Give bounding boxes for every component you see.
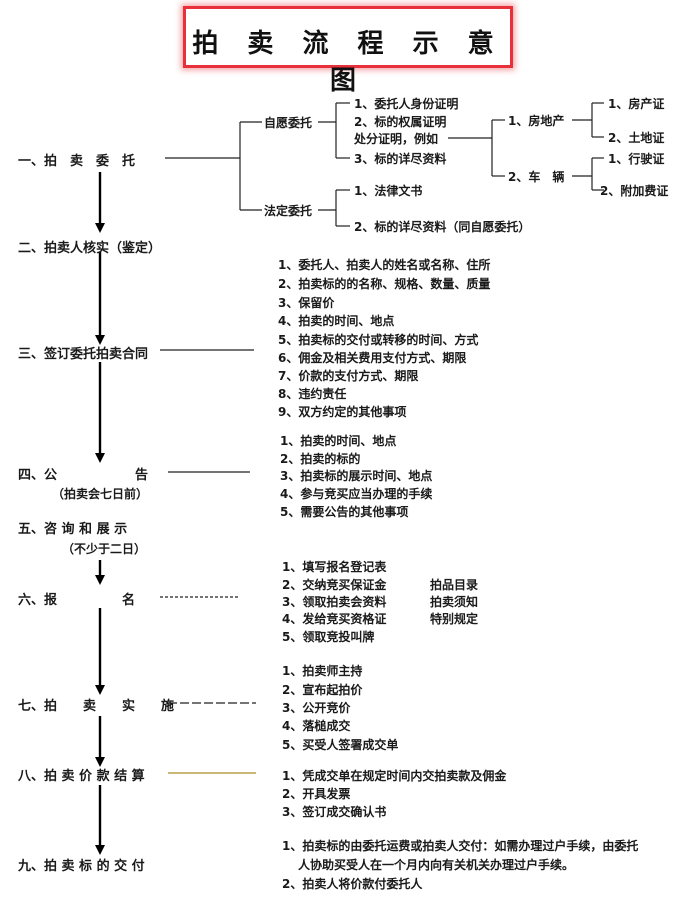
contract-item: 8、违约责任 <box>278 387 347 401</box>
vehicle-item: 2、附加费证 <box>600 184 669 198</box>
implement-item: 2、宣布起拍价 <box>282 683 363 697</box>
register-side-item: 拍卖须知 <box>430 595 479 609</box>
register-side-item: 特别规定 <box>430 612 479 626</box>
step-2-verify: 二、拍卖人核实（鉴定） <box>18 241 162 256</box>
contract-item: 2、拍卖标的的名称、规格、数量、质量 <box>278 277 491 291</box>
vehicle-label: 2、车 辆 <box>508 170 565 184</box>
implement-item: 1、拍卖师主持 <box>282 664 363 678</box>
settle-item: 2、开具发票 <box>282 787 351 801</box>
register-item: 2、交纳竞买保证金 <box>282 578 387 592</box>
contract-item: 3、保留价 <box>278 296 335 310</box>
vehicle-item: 1、行驶证 <box>608 152 665 166</box>
real-estate-item: 1、房产证 <box>608 97 665 111</box>
register-item: 1、填写报名登记表 <box>282 560 387 574</box>
real-estate-item: 2、土地证 <box>608 131 665 145</box>
settle-item: 1、凭成交单在规定时间内交拍卖款及佣金 <box>282 769 507 783</box>
step-5-display: 五、咨 询 和 展 示 <box>18 522 128 537</box>
legal-item: 1、法律文书 <box>354 184 423 198</box>
voluntary-item: 处分证明，例如 <box>354 132 439 146</box>
notice-item: 2、拍卖的标的 <box>280 452 361 466</box>
step-4-notice: 四、公 告 <box>18 468 149 483</box>
step-6-register: 六、报 名 <box>18 593 136 608</box>
real-estate-label: 1、房地产 <box>508 114 565 128</box>
implement-item: 5、买受人签署成交单 <box>282 738 399 752</box>
deliver-item: 2、拍卖人将价款付委托人 <box>282 877 423 891</box>
step-8-settle: 八、拍 卖 价 款 结 算 <box>18 769 145 784</box>
notice-item: 5、需要公告的其他事项 <box>280 505 409 519</box>
page-title: 拍 卖 流 程 示 意 图 <box>192 29 504 96</box>
contract-item: 7、价款的支付方式、期限 <box>278 369 419 383</box>
deliver-item: 人协助买受人在一个月内向有关机关办理过户手续。 <box>298 858 575 872</box>
deliver-item: 1、拍卖标的由委托运费或拍卖人交付：如需办理过户手续，由委托 <box>282 839 639 853</box>
notice-item: 1、拍卖的时间、地点 <box>280 434 397 448</box>
implement-item: 4、落槌成交 <box>282 719 351 733</box>
implement-item: 3、公开竞价 <box>282 701 351 715</box>
register-item: 5、领取竞投叫牌 <box>282 630 375 644</box>
contract-item: 1、委托人、拍卖人的姓名或名称、住所 <box>278 258 491 272</box>
step-1-entrust: 一、拍 卖 委 托 <box>18 154 136 169</box>
legal-entrust-label: 法定委托 <box>264 204 313 218</box>
voluntary-entrust-label: 自愿委托 <box>264 116 313 130</box>
notice-item: 4、参与竞买应当办理的手续 <box>280 487 433 501</box>
step-7-implement: 七、拍 卖 实 施 <box>18 699 175 714</box>
legal-item: 2、标的详尽资料（同自愿委托） <box>354 220 531 234</box>
voluntary-item: 2、标的权属证明 <box>354 115 447 129</box>
title-box: 拍 卖 流 程 示 意 图 <box>183 6 513 96</box>
contract-item: 4、拍卖的时间、地点 <box>278 314 395 328</box>
settle-item: 3、签订成交确认书 <box>282 805 387 819</box>
register-side-item: 拍品目录 <box>430 578 479 592</box>
contract-item: 5、拍卖标的交付或转移的时间、方式 <box>278 333 479 347</box>
step-5-note: （不少于二日） <box>62 542 147 556</box>
contract-item: 6、佣金及相关费用支付方式、期限 <box>278 351 467 365</box>
step-4-note: （拍卖会七日前） <box>52 487 149 501</box>
register-item: 4、发给竞买资格证 <box>282 612 387 626</box>
voluntary-item: 3、标的详尽资料 <box>354 152 447 166</box>
notice-item: 3、拍卖标的展示时间、地点 <box>280 469 433 483</box>
contract-item: 9、双方约定的其他事项 <box>278 405 407 419</box>
voluntary-item: 1、委托人身份证明 <box>354 97 459 111</box>
step-3-contract: 三、签订委托拍卖合同 <box>18 347 149 362</box>
register-item: 3、领取拍卖会资料 <box>282 595 387 609</box>
step-9-deliver: 九、拍 卖 标 的 交 付 <box>18 859 145 874</box>
